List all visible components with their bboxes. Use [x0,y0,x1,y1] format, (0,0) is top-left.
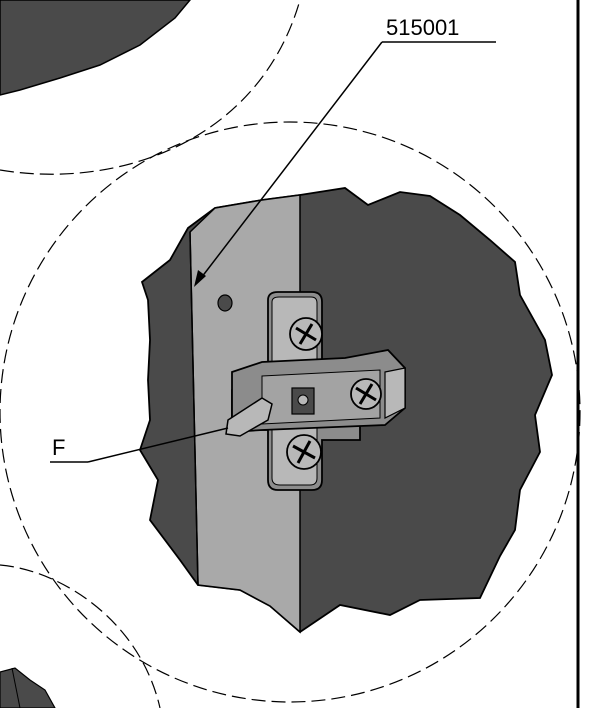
detail-panel-top-left [0,0,191,96]
fastener-label: F [52,435,65,460]
detail-circle-main [0,121,581,703]
part-number-label: 515001 [386,15,459,40]
detail-view-top-left [0,0,301,175]
screw-bottom-slot-b [296,440,312,464]
callout-leader-line [197,41,383,283]
detail-panel-bottom-left [0,667,56,708]
callout-arrowhead [194,270,206,287]
detail-circle-bottom-left [0,564,161,708]
detail-view-bottom-left [0,564,161,708]
pre-drilled-hole [217,294,233,312]
phillips-screw-icon [286,317,382,470]
callout-fastener: F [50,427,229,463]
detail-edge-line [11,667,21,708]
callout-f-leader-line [87,427,229,463]
screw-right-slot-b [358,383,374,405]
mounting-plate-end [384,367,406,419]
screw-top-slot-b [298,323,314,345]
callout-part-number: 515001 [194,15,496,287]
detail-circle-top-left [0,0,301,175]
panel-edge-line [189,231,199,586]
adjustment-slot-hole [297,394,309,406]
mounting-clip-tongue [225,397,273,437]
